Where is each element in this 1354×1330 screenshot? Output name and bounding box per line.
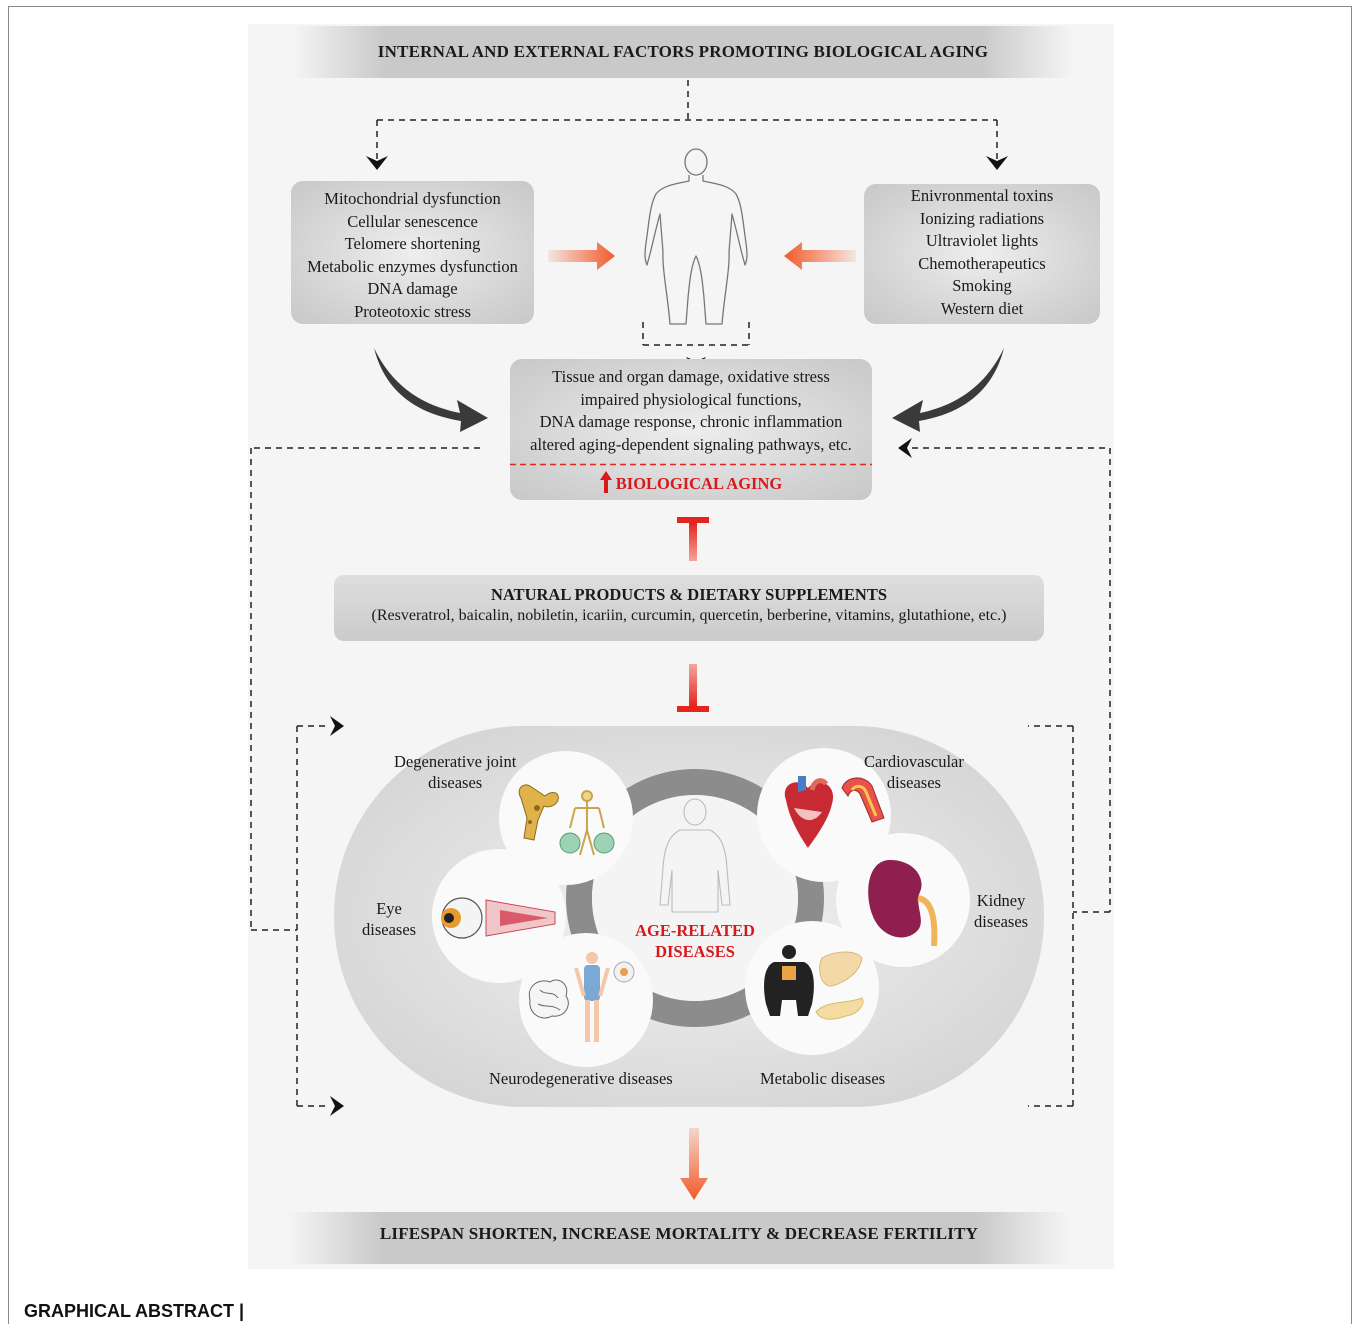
pancreas-icon bbox=[815, 997, 864, 1020]
external-factor-item: Chemotherapeutics bbox=[918, 253, 1046, 273]
consequence-item: Tissue and organ damage, oxidative stres… bbox=[552, 367, 830, 386]
biological-aging-text: BIOLOGICAL AGING bbox=[615, 474, 783, 493]
red-dashed-divider bbox=[510, 463, 872, 466]
external-factor-item: Ultraviolet lights bbox=[925, 231, 1039, 251]
joint-label-line: Degenerative joint bbox=[394, 752, 517, 771]
kidney-icon bbox=[868, 860, 938, 947]
cardio-label-line: Cardiovascular bbox=[864, 752, 964, 771]
obese-body-icon bbox=[764, 945, 814, 1016]
knee-inset bbox=[559, 832, 581, 854]
age-related-diseases-title: AGE-RELATED DISEASES bbox=[625, 920, 765, 962]
external-factor-item: Western diet bbox=[940, 298, 1024, 318]
external-factor-item: Ionizing radiations bbox=[919, 208, 1045, 228]
top-dashed-split bbox=[376, 80, 998, 160]
internal-factor-item: Mitochondrial dysfunction bbox=[324, 189, 501, 208]
figure-caption: GRAPHICAL ABSTRACT | bbox=[24, 1301, 245, 1321]
orange-arrow-left bbox=[784, 242, 856, 270]
right-feedback-loop bbox=[912, 447, 1111, 1107]
arrowhead-left-bottom bbox=[330, 1096, 344, 1116]
up-arrow-icon bbox=[599, 471, 612, 493]
arrowhead-left-down bbox=[366, 156, 388, 170]
nervous-system-icon bbox=[574, 952, 635, 1042]
kidney-label-line: Kidney bbox=[976, 891, 1026, 910]
body-bracket bbox=[642, 322, 750, 346]
arrowhead-left-top bbox=[330, 716, 344, 736]
internal-factors-box: Mitochondrial dysfunction Cellular senes… bbox=[291, 181, 534, 324]
eye-label-line: Eye bbox=[376, 899, 402, 918]
external-factor-item: Enivronmental toxins bbox=[910, 186, 1054, 205]
curved-arrow-left bbox=[374, 348, 488, 432]
artery-icon bbox=[841, 777, 885, 823]
header-band: INTERNAL AND EXTERNAL FACTORS PROMOTING … bbox=[292, 26, 1074, 78]
kidney-label-line: diseases bbox=[974, 912, 1029, 931]
ring-center bbox=[592, 795, 798, 1001]
liver-icon bbox=[819, 951, 863, 987]
kidney-disease-label: Kidney diseases bbox=[974, 890, 1028, 932]
figure-frame bbox=[8, 6, 1352, 1324]
eye-disease-label: Eye diseases bbox=[362, 898, 416, 940]
knee-inset bbox=[593, 832, 615, 854]
joint-label-line: diseases bbox=[428, 773, 483, 792]
consequence-item: altered aging-dependent signaling pathwa… bbox=[530, 434, 852, 454]
orange-arrow-right bbox=[548, 242, 615, 270]
center-title-line: AGE-RELATED bbox=[635, 921, 755, 940]
neuro-disease-label: Neurodegenerative diseases bbox=[489, 1069, 673, 1088]
cardio-disease-label: Cardiovascular diseases bbox=[864, 751, 964, 793]
elderly-person-icon bbox=[659, 798, 731, 913]
disease-ring bbox=[566, 769, 824, 1027]
joint-disease-label: Degenerative joint diseases bbox=[394, 751, 516, 793]
eye-label-line: diseases bbox=[362, 920, 417, 939]
external-factors-box: Enivronmental toxins Ionizing radiations… bbox=[864, 184, 1100, 324]
internal-factor-item: DNA damage bbox=[367, 279, 458, 299]
internal-factor-item: Metabolic enzymes dysfunction bbox=[307, 256, 518, 276]
orange-arrow-down bbox=[680, 1128, 708, 1200]
human-silhouette-icon bbox=[644, 148, 748, 325]
consequences-box: Tissue and organ damage, oxidative stres… bbox=[510, 359, 872, 500]
skeleton-icon bbox=[569, 790, 605, 856]
outcome-band: LIFESPAN SHORTEN, INCREASE MORTALITY & D… bbox=[288, 1212, 1070, 1264]
cardio-label-line: diseases bbox=[886, 773, 941, 792]
biological-aging-label: BIOLOGICAL AGING bbox=[510, 471, 872, 496]
consequence-item: impaired physiological functions, bbox=[580, 389, 802, 409]
external-factor-item: Smoking bbox=[952, 276, 1012, 296]
heart-icon bbox=[784, 776, 834, 848]
arrowhead-right-return bbox=[898, 438, 912, 458]
eye-icon bbox=[441, 897, 556, 939]
internal-factor-item: Proteotoxic stress bbox=[354, 301, 471, 321]
natural-products-examples: (Resveratrol, baicalin, nobiletin, icari… bbox=[371, 607, 1007, 624]
brain-icon bbox=[528, 979, 569, 1019]
curved-arrow-right bbox=[892, 348, 1004, 432]
arrowhead-right-down bbox=[986, 156, 1008, 170]
bone-icon bbox=[518, 784, 559, 841]
inhibition-bar-top bbox=[677, 517, 709, 561]
internal-factor-item: Cellular senescence bbox=[347, 211, 478, 231]
center-title-line: DISEASES bbox=[655, 942, 735, 961]
internal-factor-item: Telomere shortening bbox=[344, 234, 481, 254]
metabolic-disease-label: Metabolic diseases bbox=[760, 1069, 886, 1088]
consequence-item: DNA damage response, chronic inflammatio… bbox=[539, 412, 843, 432]
inhibition-bar-bottom bbox=[677, 664, 709, 712]
left-feedback-loop bbox=[250, 447, 480, 1107]
natural-products-box: NATURAL PRODUCTS & DIETARY SUPPLEMENTS (… bbox=[334, 575, 1044, 641]
natural-products-title: NATURAL PRODUCTS & DIETARY SUPPLEMENTS bbox=[490, 585, 888, 604]
